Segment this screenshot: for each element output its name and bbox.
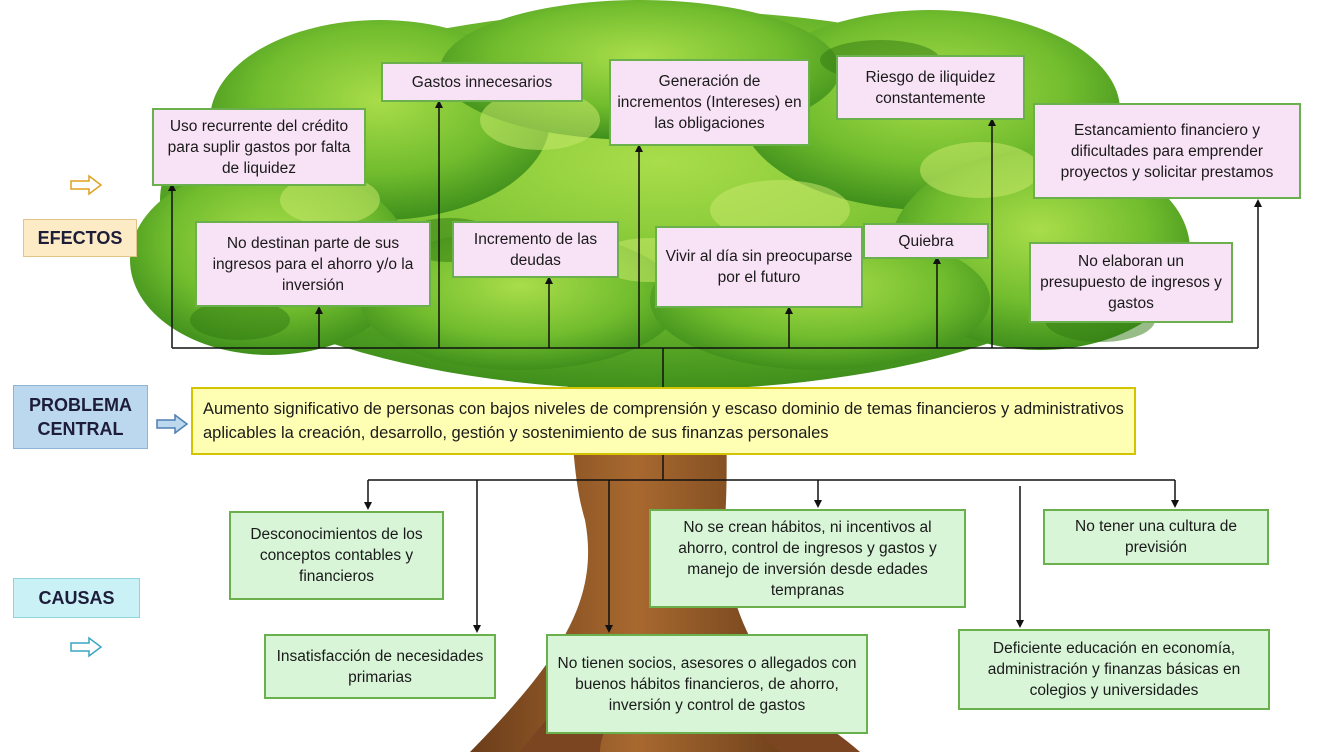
- effect-box-credit-use: Uso recurrente del crédito para suplir g…: [152, 108, 366, 186]
- central-problem-box: Aumento significativo de personas con ba…: [191, 387, 1136, 455]
- causas-label: CAUSAS: [13, 578, 140, 618]
- cause-box-poor-education: Deficiente educación en economía, admini…: [958, 629, 1270, 710]
- effect-box-no-budget: No elaboran un presupuesto de ingresos y…: [1029, 242, 1233, 323]
- effect-box-debt-increase: Incremento de las deudas: [452, 221, 619, 278]
- problema-central-label: PROBLEMA CENTRAL: [13, 385, 148, 449]
- effect-box-bankruptcy: Quiebra: [863, 223, 989, 259]
- right-arrow-icon: [156, 413, 189, 435]
- problema-label-line2: CENTRAL: [37, 419, 124, 439]
- cause-box-unmet-needs: Insatisfacción de necesidades primarias: [264, 634, 496, 699]
- cause-box-no-advisors: No tienen socios, asesores o allegados c…: [546, 634, 868, 734]
- right-arrow-icon: [70, 174, 103, 196]
- problema-label-line1: PROBLEMA: [29, 395, 132, 415]
- effect-box-illiquidity-risk: Riesgo de iliquidez constantemente: [836, 55, 1025, 120]
- efectos-label: EFECTOS: [23, 219, 137, 257]
- cause-box-lack-of-knowledge: Desconocimientos de los conceptos contab…: [229, 511, 444, 600]
- cause-box-no-foresight: No tener una cultura de previsión: [1043, 509, 1269, 565]
- cause-box-no-habits: No se crean hábitos, ni incentivos al ah…: [649, 509, 966, 608]
- effect-box-no-savings: No destinan parte de sus ingresos para e…: [195, 221, 431, 307]
- effect-box-unnecessary-expenses: Gastos innecesarios: [381, 62, 583, 102]
- right-arrow-icon: [70, 636, 103, 658]
- effect-box-financial-stagnation: Estancamiento financiero y dificultades …: [1033, 103, 1301, 199]
- effect-box-interest-increase: Generación de incrementos (Intereses) en…: [609, 59, 810, 146]
- effect-box-live-day-to-day: Vivir al día sin preocuparse por el futu…: [655, 226, 863, 308]
